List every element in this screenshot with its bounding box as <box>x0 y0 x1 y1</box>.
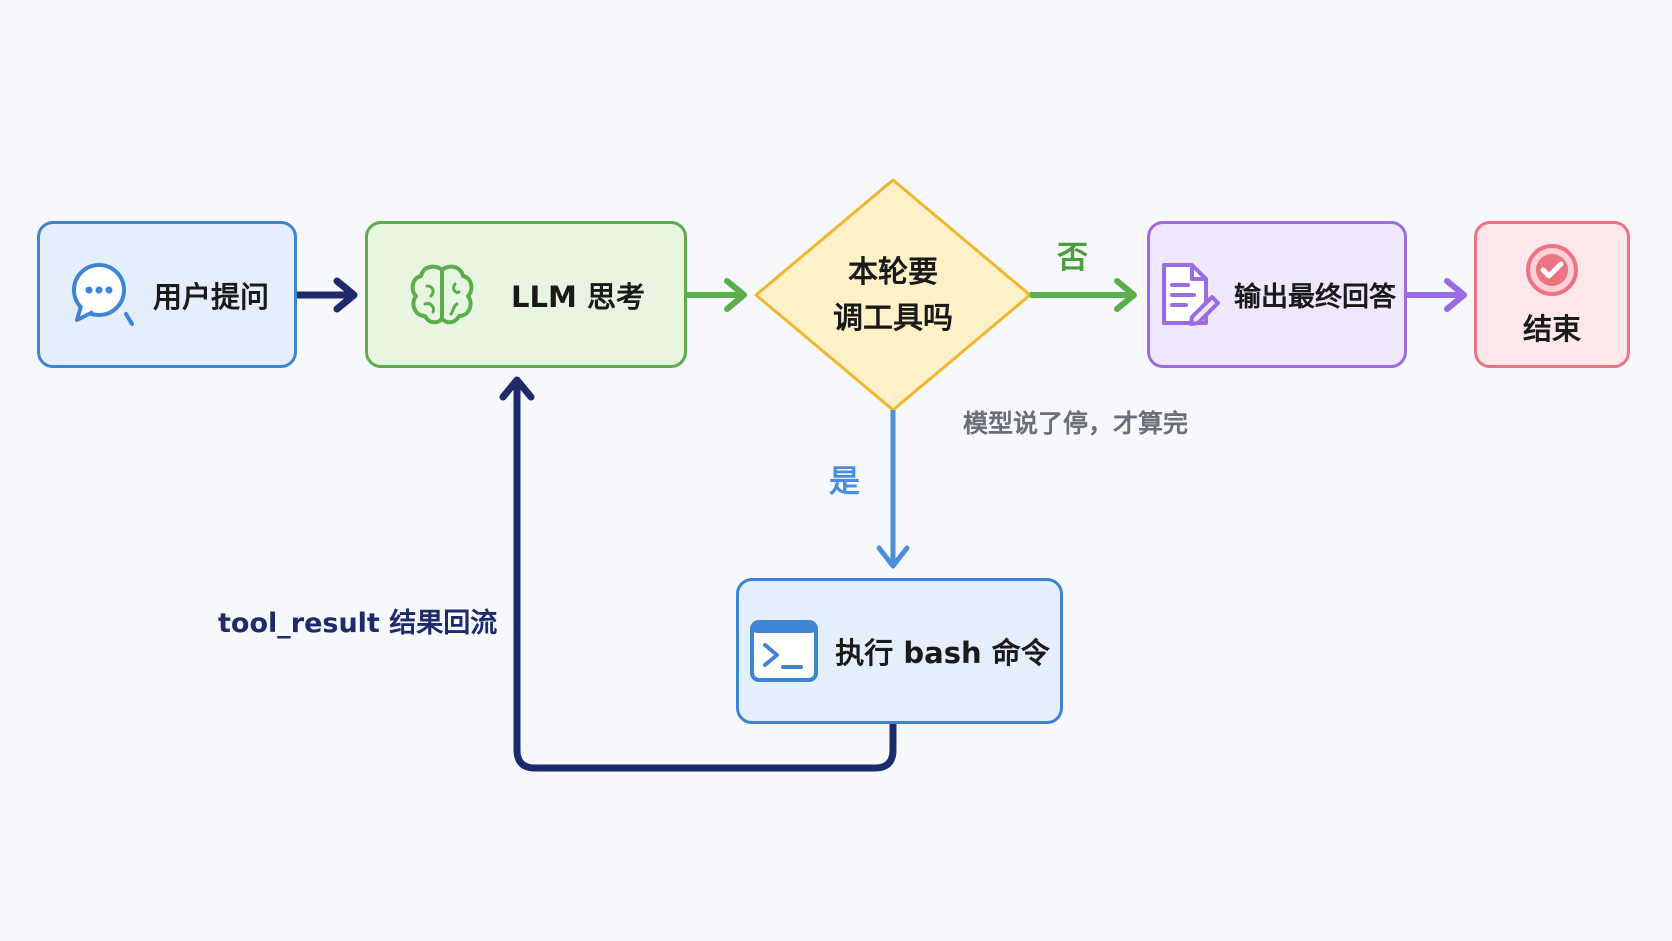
edge-label-no: 否 <box>1057 240 1088 276</box>
check-circle-icon <box>1524 242 1580 298</box>
arrow-output-to-end <box>1407 278 1467 312</box>
node-execute-bash-label: 执行 bash 命令 <box>835 636 1050 670</box>
arrow-decision-to-output <box>1030 278 1137 312</box>
document-edit-icon <box>1158 261 1220 329</box>
decision-node: 本轮要 调工具吗 <box>793 250 993 342</box>
node-user-question-label: 用户提问 <box>152 279 269 314</box>
node-llm-think-label: LLM 思考 <box>511 279 645 314</box>
edge-note-stop: 模型说了停，才算完 <box>963 409 1189 438</box>
node-end: 结束 <box>1474 221 1630 368</box>
node-end-label: 结束 <box>1522 311 1581 346</box>
arrow-llm-to-decision <box>687 278 747 312</box>
arrow-bash-to-llm-loop <box>499 376 897 772</box>
node-user-question: 用户提问 <box>37 221 297 368</box>
chat-bubble-icon <box>69 262 137 328</box>
node-execute-bash: 执行 bash 命令 <box>736 578 1063 724</box>
terminal-icon <box>749 619 819 683</box>
edge-label-yes: 是 <box>829 464 860 500</box>
node-output-final-answer-label: 输出最终回答 <box>1234 282 1396 313</box>
decision-line-2: 调工具吗 <box>833 301 953 336</box>
edge-label-loop: tool_result 结果回流 <box>218 608 498 639</box>
brain-icon <box>407 262 477 328</box>
arrow-user-to-llm <box>297 277 358 313</box>
arrow-decision-to-bash <box>876 410 910 569</box>
node-llm-think: LLM 思考 <box>365 221 687 368</box>
node-output-final-answer: 输出最终回答 <box>1147 221 1407 368</box>
decision-line-1: 本轮要 <box>848 255 938 290</box>
